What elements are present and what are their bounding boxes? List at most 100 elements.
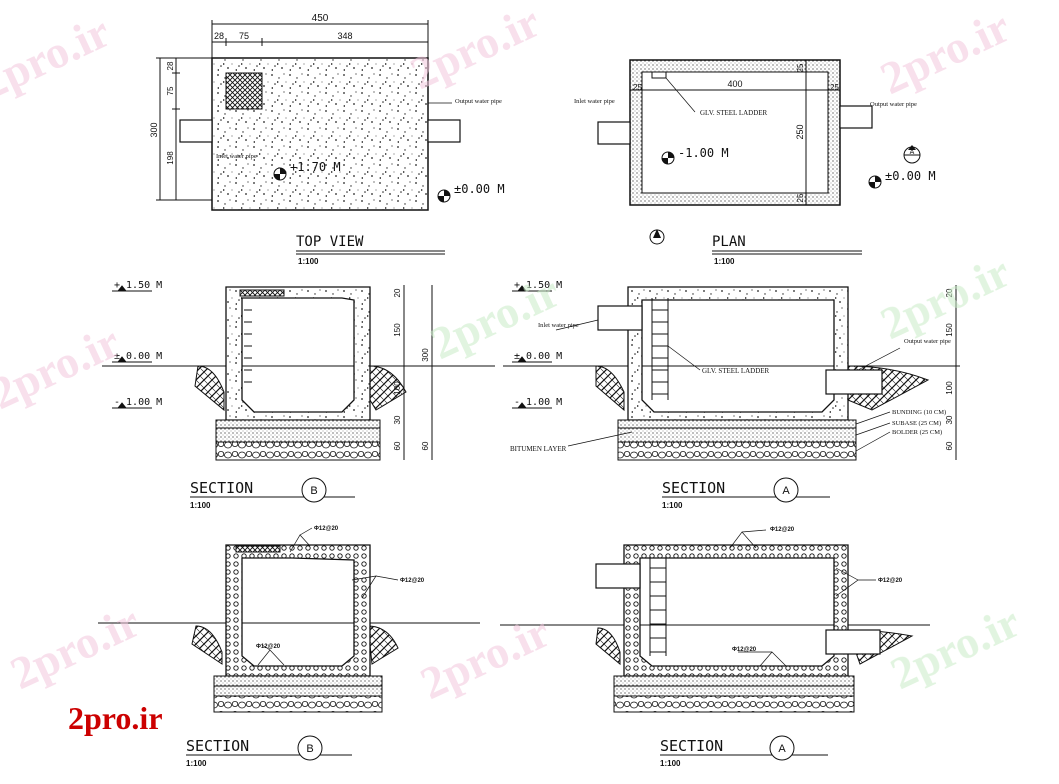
watermark-text: 2pro.ir	[413, 605, 558, 709]
section-b-level-ground: ± 0.00 M	[114, 351, 162, 362]
rebar-a-inlet-pipe	[595, 563, 641, 589]
section-b-dim-total: 300	[421, 348, 430, 362]
rebar-b-wall	[225, 544, 371, 677]
rebar-a-mark: A	[778, 743, 786, 755]
plan-outlet-pipe	[839, 105, 873, 129]
section-a-outlet-label: Output water pipe	[904, 338, 951, 345]
plan-outlet-label: Output water pipe	[870, 101, 917, 108]
level-marker-icon	[437, 189, 451, 203]
section-a-dim-5: 60	[945, 441, 954, 450]
top-view-dim-total: 450	[312, 13, 329, 24]
watermark-text: 2pro.ir	[0, 5, 117, 109]
section-a-inlet-label: Inlet water pipe	[538, 322, 579, 329]
top-view-outlet-pipe	[427, 119, 461, 143]
north-arrow-icon	[649, 229, 665, 245]
top-view-scale: 1:100	[298, 257, 319, 266]
top-view-level-ground: ±0.00 M	[454, 182, 505, 196]
plan-ladder-label: GLV. STEEL LADDER	[700, 109, 768, 117]
rebar-a-mark-circle	[769, 735, 795, 761]
rebar-b-top-label: Φ12@20	[314, 526, 339, 532]
section-b-dim-1: 20	[393, 288, 402, 297]
top-view-dim-left: 28	[214, 31, 224, 41]
section-a-outlet-pipe	[825, 369, 883, 395]
plan-dim-wall-r: 25	[830, 83, 839, 92]
section-a-bolder: BOLDER (25 CM)	[892, 429, 942, 436]
rebar-section-a: Φ12@20 Φ12@20 Φ12@20 SECTION A 1:100	[500, 527, 930, 768]
top-view: 450 28 75 348 300 28 75 198 +1.70 M ±0.0…	[149, 13, 505, 266]
plan-inlet-pipe	[597, 121, 631, 145]
plan-dim-wall-b: 25	[796, 193, 805, 202]
top-view-inlet-pipe	[179, 119, 213, 143]
section-a-dim-4: 30	[945, 415, 954, 424]
section-a-level-bottom: - 1.00 M	[514, 397, 562, 408]
section-a-dim-1: 20	[945, 288, 954, 297]
plan-ladder	[651, 71, 667, 79]
section-b-scale: 1:100	[190, 501, 211, 510]
section-a-dim-3: 100	[945, 381, 954, 395]
section-a: + 1.50 M ± 0.00 M - 1.00 M 20 150 100 30…	[503, 280, 960, 510]
rebar-a-title: SECTION	[660, 737, 723, 755]
section-a-scale: 1:100	[662, 501, 683, 510]
rebar-a-ladder	[649, 556, 667, 656]
section-a-inlet-pipe	[597, 305, 643, 331]
section-b-wall	[225, 286, 371, 421]
level-marker-icon	[661, 151, 675, 165]
plan-level-ground: ±0.00 M	[885, 169, 936, 183]
rebar-section-b: Φ12@20 Φ12@20 Φ12@20 SECTION B 1:100	[98, 526, 480, 768]
plan-section-mark: A	[910, 149, 915, 156]
watermark-text: 2pro.ir	[403, 0, 548, 99]
top-view-manhole	[225, 72, 263, 110]
plan-dim-wall-t: 25	[796, 63, 805, 72]
section-a-ladder-label: GLV. STEEL LADDER	[702, 367, 770, 375]
section-b-mark-circle	[301, 477, 327, 503]
section-cut-icon	[903, 145, 921, 164]
top-view-dim-rest: 348	[337, 31, 352, 41]
rebar-a-bottom-label: Φ12@20	[732, 647, 757, 653]
section-b: + 1.50 M ± 0.00 M - 1.00 M 20 150 100 30…	[102, 280, 495, 510]
rebar-b-side-label: Φ12@20	[400, 578, 425, 584]
top-view-title: TOP VIEW	[296, 234, 364, 250]
section-a-wall	[627, 286, 849, 421]
site-logo: 2pro.ir	[68, 700, 163, 736]
level-marker-icon	[273, 167, 287, 181]
top-view-inlet-label: Inlet water pipe	[216, 153, 257, 160]
rebar-b-mark-circle	[297, 735, 323, 761]
top-view-dim-v3: 198	[166, 151, 175, 165]
section-b-dim-4: 30	[393, 415, 402, 424]
section-b-dim-total-b: 60	[421, 441, 430, 450]
plan-title: PLAN	[712, 234, 746, 250]
rebar-a-top-label: Φ12@20	[770, 527, 795, 533]
rebar-a-scale: 1:100	[660, 759, 681, 768]
rebar-b-title: SECTION	[186, 737, 249, 755]
plan-dim-height: 250	[795, 124, 805, 139]
top-view-dim-v1: 28	[166, 61, 175, 70]
rebar-b-bottom-label: Φ12@20	[256, 644, 281, 650]
section-b-title: SECTION	[190, 479, 253, 497]
section-a-level-top: + 1.50 M	[514, 280, 562, 291]
section-a-mark-circle	[773, 477, 799, 503]
section-b-mark: B	[310, 485, 317, 497]
rebar-a-outlet-pipe	[825, 629, 881, 655]
section-a-mark: A	[782, 485, 790, 497]
plan-inner-space	[641, 71, 829, 194]
plan-view: 400 25 25 25 25 250 GLV. STEEL LADDER In…	[574, 59, 936, 266]
plan-level-bottom: -1.00 M	[678, 146, 729, 160]
section-b-level-top: + 1.50 M	[114, 280, 162, 291]
rebar-a-side-label: Φ12@20	[878, 578, 903, 584]
section-a-dim-2: 150	[945, 323, 954, 337]
section-b-dim-2: 150	[393, 323, 402, 337]
plan-dim-inner: 400	[727, 79, 742, 89]
top-view-outlet-label: Output water pipe	[455, 98, 502, 105]
section-a-bitumen: BITUMEN LAYER	[510, 445, 567, 453]
plan-dim-wall-l: 25	[633, 83, 642, 92]
section-a-ladder	[651, 298, 669, 400]
top-view-dim-v2: 75	[166, 86, 175, 95]
section-b-dim-3: 100	[393, 381, 402, 395]
rebar-b-scale: 1:100	[186, 759, 207, 768]
section-b-level-bottom: - 1.00 M	[114, 397, 162, 408]
top-view-dim-hatch: 75	[239, 31, 249, 41]
rebar-b-mark: B	[306, 743, 313, 755]
section-b-dim-5: 60	[393, 441, 402, 450]
section-a-title: SECTION	[662, 479, 725, 497]
